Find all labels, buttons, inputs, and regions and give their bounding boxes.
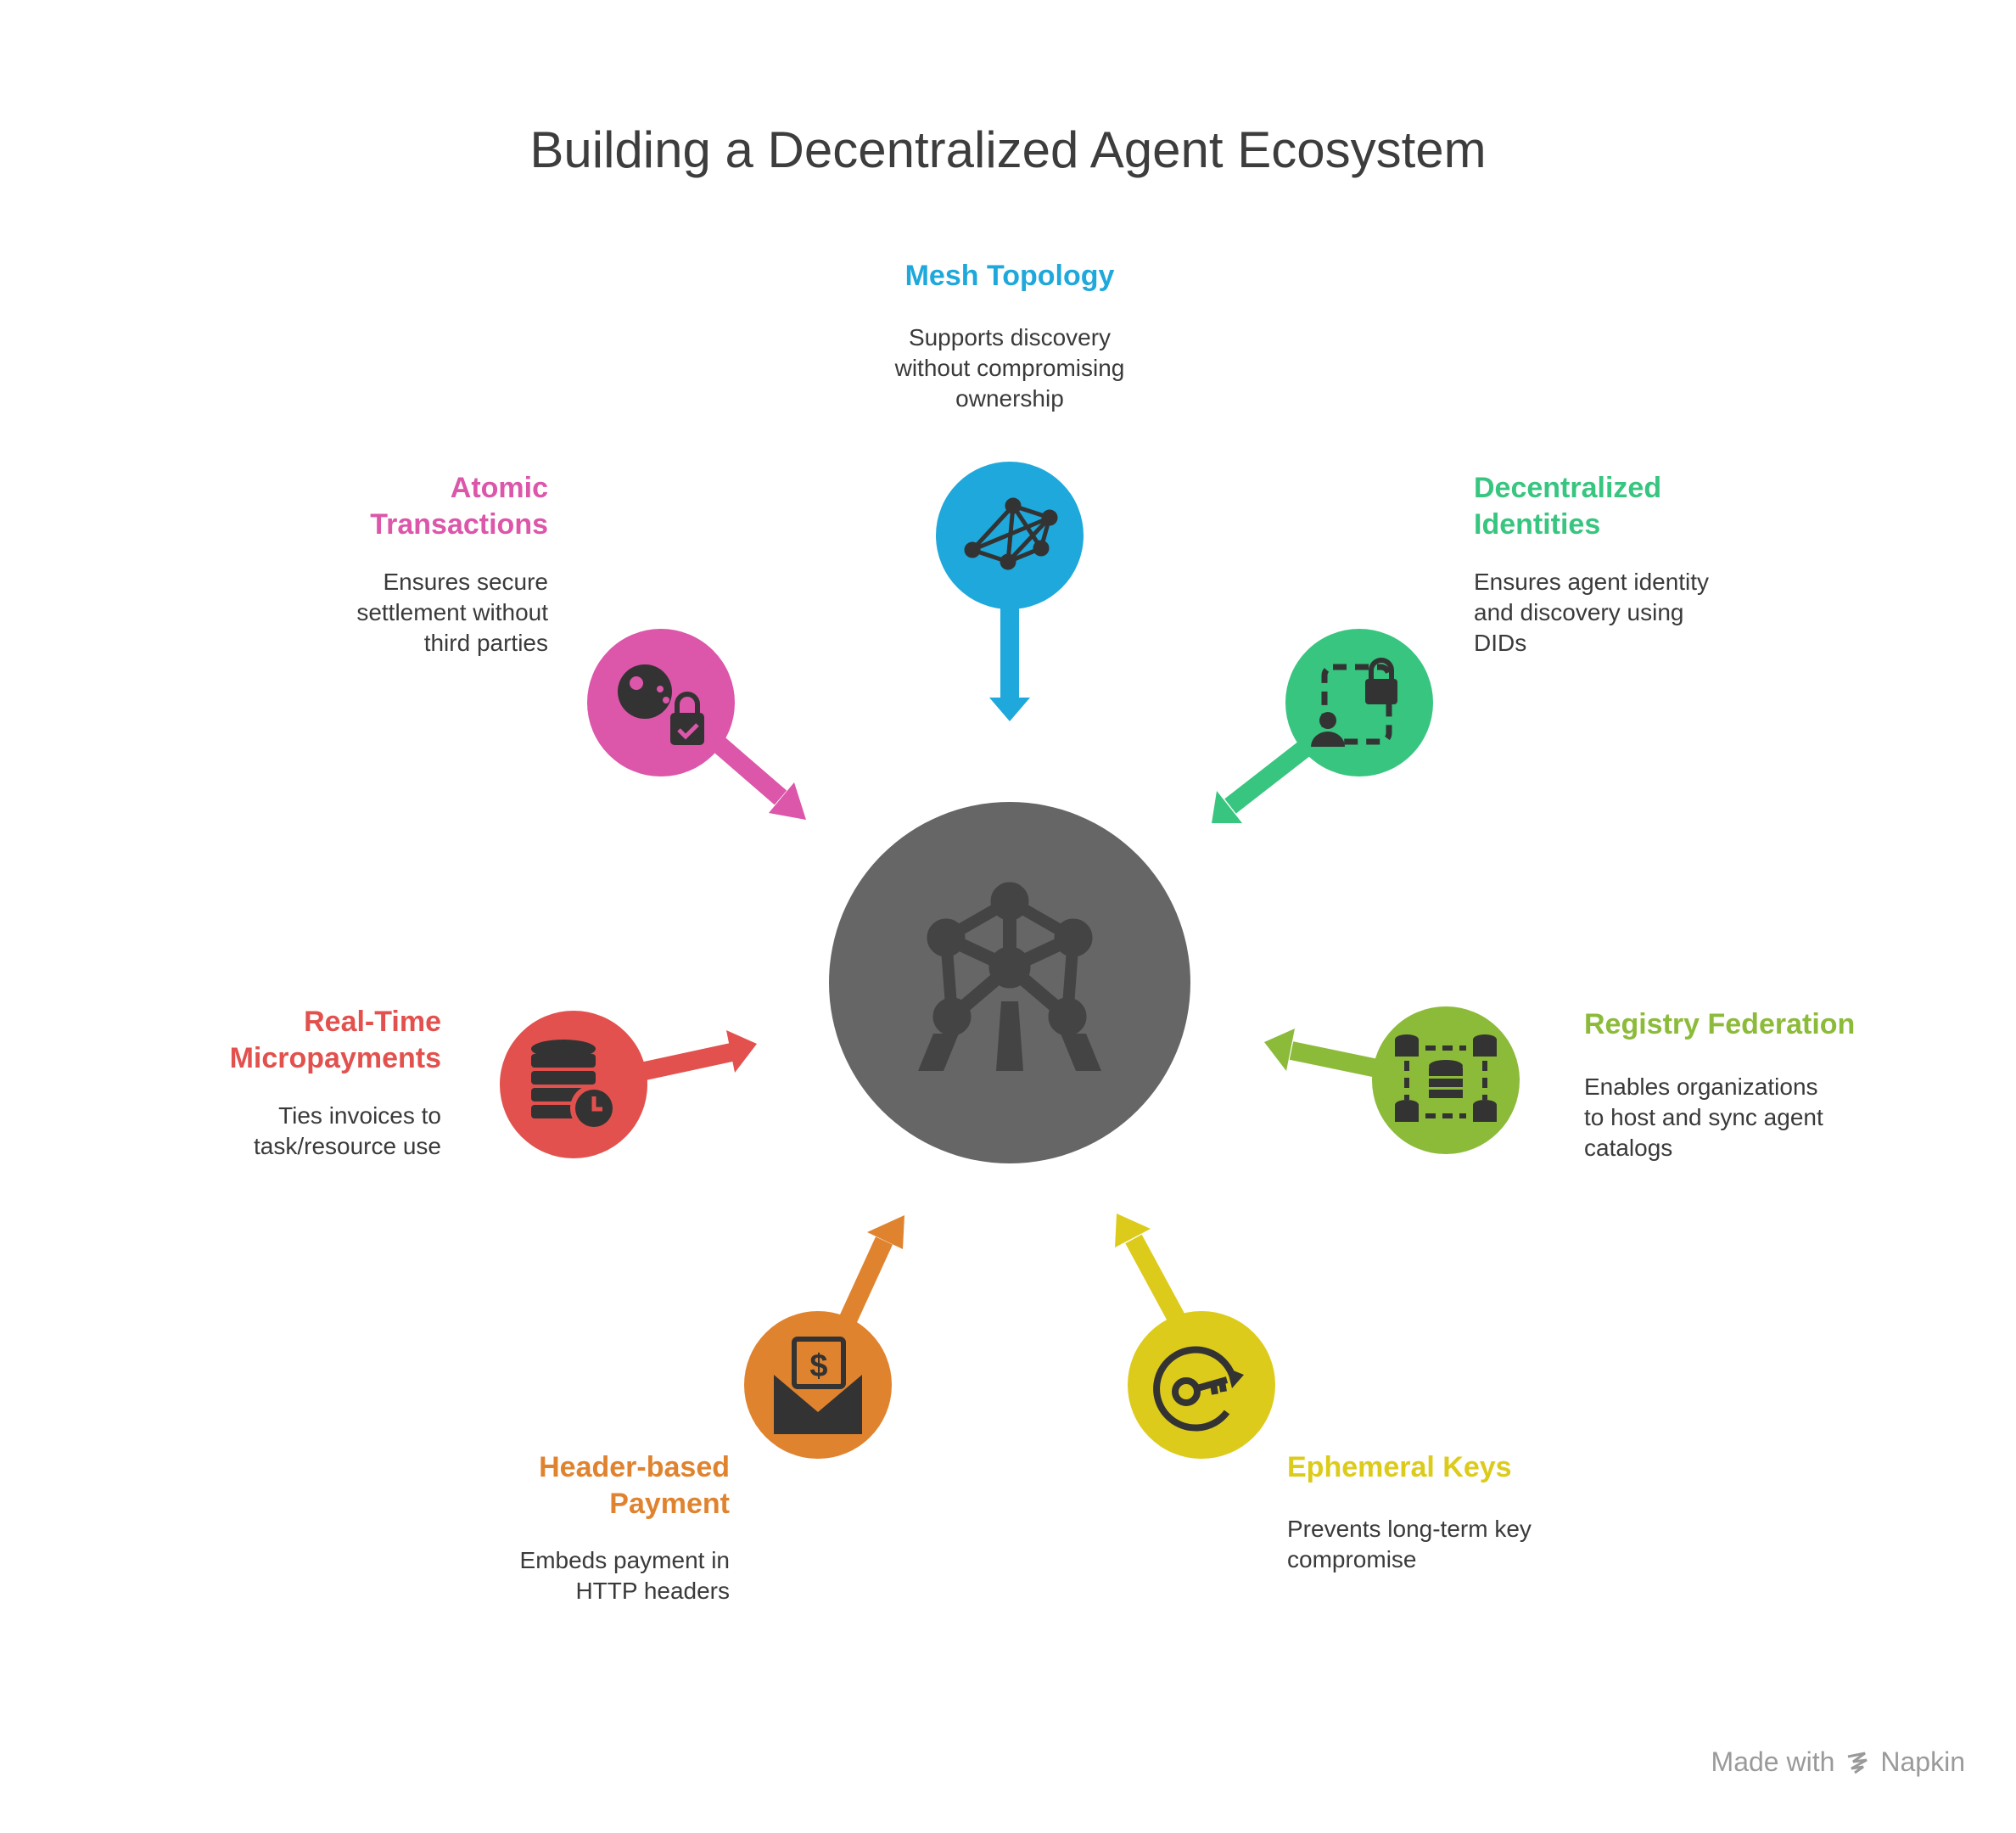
key-rotate-icon [1153, 1346, 1244, 1432]
node-did [1285, 629, 1433, 776]
arrow-micro [642, 1030, 757, 1080]
database-clock-icon [531, 1040, 618, 1132]
keys-desc-line-1: Prevents long-term key [1287, 1516, 1532, 1542]
atomium-network-icon [918, 882, 1101, 1071]
decentralized-identities-description: Ensures agent identity and discovery usi… [1474, 567, 1864, 659]
header-based-payment-title: Header-based Payment [339, 1449, 730, 1522]
micro-title-line-1: Real-Time [304, 1006, 441, 1038]
atomic-title-line-1: Atomic [450, 472, 548, 504]
did-title-line-2: Identities [1474, 508, 1601, 541]
micro-title-line-2: Micropayments [229, 1042, 441, 1074]
diagram-title: Building a Decentralized Agent Ecosystem [529, 121, 1487, 178]
atomic-transactions-title: Atomic Transactions [158, 470, 548, 543]
arrow-keys [1115, 1214, 1186, 1326]
arrow-registry [1264, 1029, 1384, 1079]
micro-desc-line-2: task/resource use [254, 1133, 441, 1159]
mesh-topology-description: Supports discovery without compromising … [840, 322, 1179, 414]
header-title-line-1: Header-based [539, 1451, 730, 1483]
coin-lock-icon [618, 664, 704, 745]
napkin-watermark[interactable]: Made with Napkin [1711, 1746, 1965, 1778]
arrow-atomic [711, 736, 806, 820]
atomic-desc-line-1: Ensures secure [383, 569, 548, 595]
node-header: $ [744, 1311, 892, 1459]
micro-desc-line-1: Ties invoices to [278, 1102, 441, 1129]
registry-title-line-1: Registry Federation [1584, 1008, 1856, 1040]
mesh-desc-line-3: ownership [955, 385, 1064, 412]
real-time-micropayments-title: Real-Time Micropayments [51, 1004, 441, 1077]
real-time-micropayments-description: Ties invoices to task/resource use [51, 1101, 441, 1162]
watermark-prefix: Made with [1711, 1746, 1835, 1777]
arrow-mesh [989, 594, 1030, 721]
registry-federation-title: Registry Federation [1584, 1006, 1974, 1043]
header-desc-line-1: Embeds payment in [519, 1547, 730, 1573]
atomic-desc-line-3: third parties [423, 630, 548, 656]
atomic-desc-line-2: settlement without [356, 599, 548, 625]
node-registry [1372, 1006, 1520, 1154]
arrow-header [838, 1215, 904, 1326]
node-mesh [936, 462, 1084, 609]
node-atomic [587, 629, 735, 776]
mesh-topology-title: Mesh Topology [840, 258, 1179, 294]
watermark-brand: Napkin [1880, 1746, 1965, 1777]
header-based-payment-description: Embeds payment in HTTP headers [339, 1545, 730, 1606]
ephemeral-keys-title: Ephemeral Keys [1287, 1449, 1677, 1486]
mesh-network-icon [964, 497, 1058, 570]
registry-desc-line-3: catalogs [1584, 1135, 1673, 1161]
node-keys [1128, 1311, 1275, 1459]
keys-title-line-1: Ephemeral Keys [1287, 1451, 1512, 1483]
mesh-title-line-1: Mesh Topology [904, 260, 1115, 292]
header-title-line-2: Payment [609, 1488, 730, 1520]
arrow-did [1212, 739, 1313, 823]
did-title-line-1: Decentralized [1474, 472, 1662, 504]
mesh-desc-line-2: without compromising [894, 355, 1125, 381]
header-desc-line-2: HTTP headers [575, 1578, 730, 1604]
mesh-desc-line-1: Supports discovery [908, 324, 1112, 350]
svg-text:$: $ [809, 1348, 827, 1384]
identity-lock-icon [1311, 658, 1397, 747]
did-desc-line-1: Ensures agent identity [1474, 569, 1710, 595]
dollar-envelope-icon: $ [774, 1337, 862, 1434]
registry-desc-line-2: to host and sync agent [1584, 1104, 1823, 1130]
atomic-transactions-description: Ensures secure settlement without third … [158, 567, 548, 659]
registry-federation-description: Enables organizations to host and sync a… [1584, 1072, 1974, 1163]
registry-desc-line-1: Enables organizations [1584, 1073, 1818, 1100]
napkin-logo-icon [1848, 1752, 1868, 1774]
atomic-title-line-2: Transactions [370, 508, 548, 541]
node-micro [500, 1011, 647, 1158]
decentralized-identities-title: Decentralized Identities [1474, 470, 1864, 543]
keys-desc-line-2: compromise [1287, 1546, 1417, 1572]
did-desc-line-2: and discovery using [1474, 599, 1684, 625]
database-sync-icon [1395, 1034, 1497, 1122]
ephemeral-keys-description: Prevents long-term key compromise [1287, 1514, 1677, 1575]
center-node [829, 802, 1190, 1163]
did-desc-line-3: DIDs [1474, 630, 1527, 656]
